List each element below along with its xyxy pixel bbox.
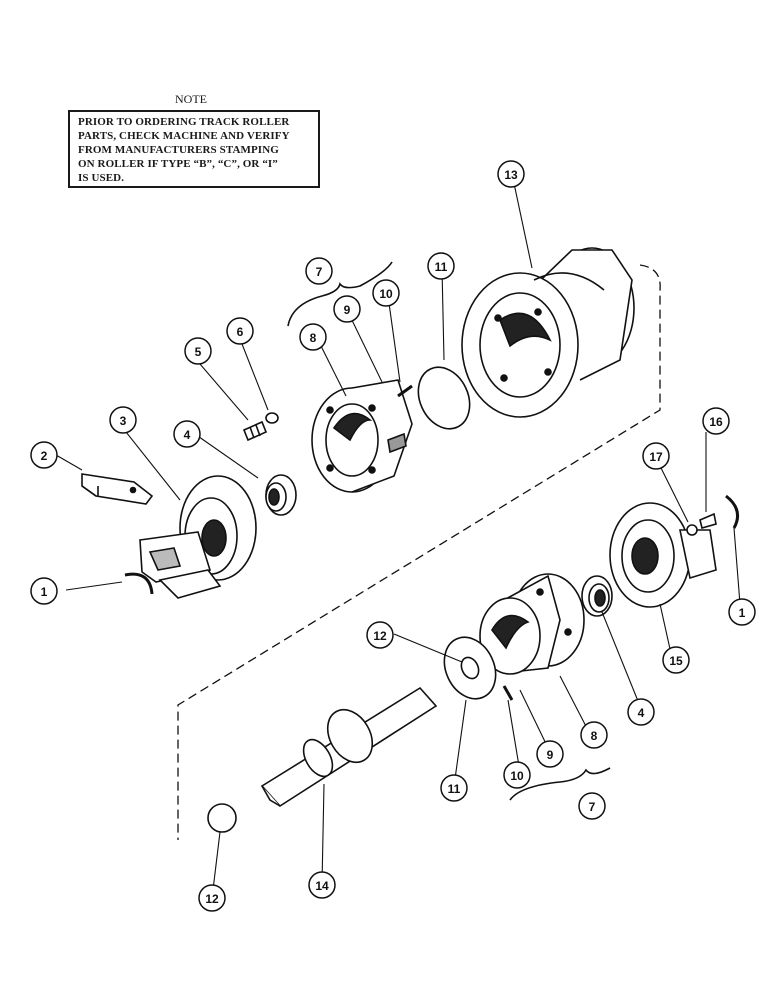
callout-11: 11 xyxy=(435,260,448,274)
callout-5: 5 xyxy=(195,345,202,359)
part-1-snap-ring xyxy=(725,494,740,529)
callout-11: 11 xyxy=(448,782,461,796)
callout-8: 8 xyxy=(591,729,598,743)
part-8-hub-right xyxy=(479,573,585,675)
callout-6: 6 xyxy=(237,325,244,339)
callout-circle xyxy=(578,792,606,820)
part-15-end-collar xyxy=(609,502,717,608)
callout-circle xyxy=(627,698,655,726)
note-line: PRIOR TO ORDERING TRACK ROLLER xyxy=(78,116,290,128)
callout-circle xyxy=(305,257,333,285)
part-8-hub-left xyxy=(311,379,413,493)
callout-circle xyxy=(728,598,756,626)
callout-circle xyxy=(308,871,336,899)
group-bracket-7-top xyxy=(287,261,393,327)
callout-circle xyxy=(503,761,531,789)
callout-13: 13 xyxy=(504,168,518,182)
callout-circle xyxy=(366,621,394,649)
callout-7: 7 xyxy=(589,800,596,814)
callout-circle xyxy=(333,295,361,323)
part-12-thrust-washer xyxy=(443,636,497,700)
callout-circle xyxy=(372,279,400,307)
part-17-washer xyxy=(686,524,698,536)
callout-circle xyxy=(580,721,608,749)
part-10-pin-right xyxy=(502,685,514,701)
part-4-seal-right xyxy=(581,575,613,617)
note-line: PARTS, CHECK MACHINE AND VERIFY xyxy=(78,130,290,142)
callout-circle xyxy=(662,646,690,674)
part-3-end-collar xyxy=(139,475,257,599)
callout-circle xyxy=(184,337,212,365)
note-title: NOTE xyxy=(175,92,207,106)
note-line: FROM MANUFACTURERS STAMPING xyxy=(78,144,279,156)
callout-4: 4 xyxy=(638,706,645,720)
callout-circle xyxy=(427,252,455,280)
part-1-snap-ring xyxy=(124,572,154,595)
callout-1: 1 xyxy=(739,606,746,620)
callout-8: 8 xyxy=(310,331,317,345)
part-4-seal xyxy=(265,474,297,516)
callout-circle xyxy=(198,884,226,912)
part-5-bolt xyxy=(242,420,268,442)
part-10-pin xyxy=(397,384,413,398)
part-16-bolt xyxy=(699,512,717,529)
callout-15: 15 xyxy=(669,654,683,668)
callout-circle xyxy=(30,577,58,605)
callout-circle xyxy=(109,406,137,434)
callout-17: 17 xyxy=(649,450,663,464)
callout-circle xyxy=(440,774,468,802)
leader-lines xyxy=(55,173,741,899)
part-2-key xyxy=(81,473,154,505)
callout-14: 14 xyxy=(315,879,329,893)
part-6-washer xyxy=(265,412,279,424)
callout-circle xyxy=(497,160,525,188)
part-14-shaft xyxy=(260,686,438,808)
callout-9: 9 xyxy=(344,303,351,317)
part-11-o-ring xyxy=(417,366,471,430)
callout-circle xyxy=(299,323,327,351)
callout-10: 10 xyxy=(379,287,393,301)
callout-7: 7 xyxy=(316,265,323,279)
callout-circle xyxy=(702,407,730,435)
callout-12: 12 xyxy=(205,892,219,906)
callout-circle xyxy=(536,740,564,768)
callout-9: 9 xyxy=(547,748,554,762)
callout-circle xyxy=(642,442,670,470)
callout-3: 3 xyxy=(120,414,127,428)
note-line: ON ROLLER IF TYPE “B”, “C”, OR “I” xyxy=(78,158,278,170)
part-13-roller-shell xyxy=(461,247,635,418)
part-12-thrust-washer-lower xyxy=(207,803,237,833)
note-box: PRIOR TO ORDERING TRACK ROLLER PARTS, CH… xyxy=(68,110,320,188)
callout-circle xyxy=(30,441,58,469)
callout-circle xyxy=(226,317,254,345)
callout-1: 1 xyxy=(41,585,48,599)
assembly-outline xyxy=(177,264,661,840)
callout-circle xyxy=(173,420,201,448)
note-line: IS USED. xyxy=(78,172,125,184)
group-bracket-7-bottom xyxy=(509,767,611,801)
callout-4: 4 xyxy=(184,428,191,442)
callout-12: 12 xyxy=(373,629,387,643)
callout-10: 10 xyxy=(510,769,524,783)
callout-16: 16 xyxy=(709,415,723,429)
callout-2: 2 xyxy=(41,449,48,463)
